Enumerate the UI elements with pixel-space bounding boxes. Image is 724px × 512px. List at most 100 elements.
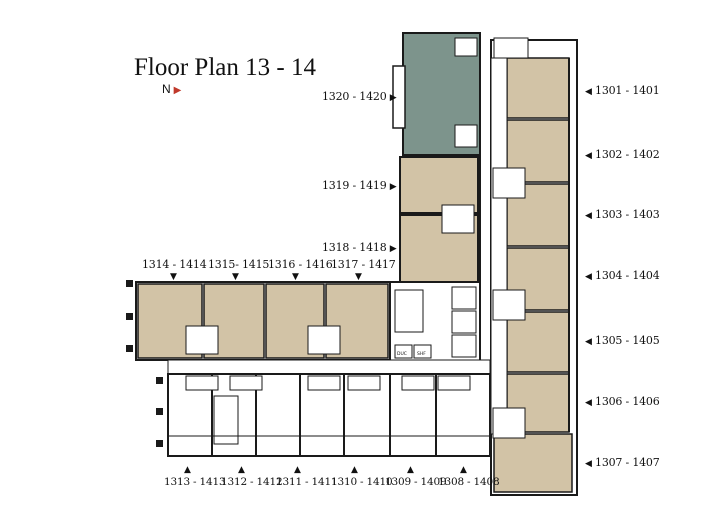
arrow-up-icon: ▲ — [184, 465, 191, 475]
arrow-up-icon: ▲ — [238, 465, 245, 475]
unit-label-1318-text: 1318 - 1418 — [322, 241, 387, 254]
unit-1317-area[interactable] — [325, 283, 389, 359]
unit-label-1309[interactable]: 1309 - 1409 — [385, 476, 447, 488]
column-marker-2 — [126, 313, 133, 320]
unit-label-1316-text: 1316 - 1416 — [268, 258, 333, 271]
arrow-left-icon: ◀ — [585, 337, 592, 347]
unit-label-1301[interactable]: ◀ 1301 - 1401 — [585, 84, 660, 97]
unit-label-1304[interactable]: ◀ 1304 - 1404 — [585, 269, 660, 282]
north-indicator: N▶ — [162, 82, 181, 96]
unit-label-1307[interactable]: ◀ 1307 - 1407 — [585, 456, 660, 469]
unit-label-1303-text: 1303 - 1403 — [595, 208, 660, 221]
column-marker-3 — [126, 345, 133, 352]
south-bath-6 — [437, 375, 471, 391]
unit-label-1308-text: 1308 - 1408 — [438, 476, 500, 488]
unit-label-1305-text: 1305 - 1405 — [595, 334, 660, 347]
unit-label-1320[interactable]: 1320 - 1420 ▶ — [322, 90, 397, 103]
unit-label-1308[interactable]: 1308 - 1408 — [438, 476, 500, 488]
unit-1307-area[interactable] — [493, 433, 573, 493]
unit-label-1316[interactable]: 1316 - 1416 — [268, 258, 333, 271]
arrow-right-icon: ▶ — [389, 182, 397, 192]
core-lift-1 — [451, 286, 477, 310]
arrow-up-icon: ▲ — [460, 465, 467, 475]
arrow-down-icon: ▼ — [292, 272, 299, 282]
unit-1319-area[interactable] — [399, 156, 479, 214]
unit-label-1302-text: 1302 - 1402 — [595, 148, 660, 161]
north-arrow-icon: ▶ — [173, 85, 182, 96]
unit-1320-bath — [454, 37, 478, 57]
core-lift-2 — [451, 310, 477, 334]
unit-label-1311[interactable]: 1311 - 1411 — [276, 476, 338, 488]
column-marker-1 — [126, 280, 133, 287]
unit-label-1313-text: 1313 - 1413 — [164, 476, 226, 488]
unit-label-1303[interactable]: ◀ 1303 - 1403 — [585, 208, 660, 221]
east-bath-1 — [492, 167, 526, 199]
core-room-duc — [394, 344, 413, 359]
east-bath-2 — [492, 289, 526, 321]
core-lift-3 — [451, 334, 477, 358]
unit-label-1305[interactable]: ◀ 1305 - 1405 — [585, 334, 660, 347]
column-marker-5 — [156, 408, 163, 415]
unit-label-1318[interactable]: 1318 - 1418 ▶ — [322, 241, 397, 254]
arrow-down-icon: ▼ — [232, 272, 239, 282]
unit-label-1310-text: 1310 - 1410 — [331, 476, 393, 488]
south-balcony-row — [167, 435, 491, 457]
unit-1318-bath — [441, 204, 475, 234]
arrow-right-icon: ▶ — [389, 244, 397, 254]
unit-label-1310[interactable]: 1310 - 1410 — [331, 476, 393, 488]
core-stair — [394, 289, 424, 333]
unit-label-1314-text: 1314 - 1414 — [142, 258, 207, 271]
east-bath-3 — [492, 407, 526, 439]
unit-label-1317[interactable]: 1317 - 1417 — [331, 258, 396, 271]
south-stair — [213, 395, 239, 445]
north-label: N — [162, 82, 171, 96]
unit-label-1309-text: 1309 - 1409 — [385, 476, 447, 488]
column-marker-4 — [156, 377, 163, 384]
south-bath-3 — [307, 375, 341, 391]
unit-1320-balcony — [392, 65, 406, 129]
arrow-left-icon: ◀ — [585, 211, 592, 221]
arrow-left-icon: ◀ — [585, 398, 592, 408]
unit-label-1314[interactable]: 1314 - 1414 — [142, 258, 207, 271]
unit-label-1319-text: 1319 - 1419 — [322, 179, 387, 192]
column-marker-6 — [156, 440, 163, 447]
unit-label-1319[interactable]: 1319 - 1419 ▶ — [322, 179, 397, 192]
unit-label-1311-text: 1311 - 1411 — [276, 476, 338, 488]
south-bath-5 — [401, 375, 435, 391]
unit-1301-area[interactable] — [506, 57, 570, 119]
east-stair — [493, 37, 529, 59]
unit-label-1312-text: 1312 - 1412 — [221, 476, 283, 488]
unit-label-1317-text: 1317 - 1417 — [331, 258, 396, 271]
south-bath-2 — [229, 375, 263, 391]
arrow-left-icon: ◀ — [585, 272, 592, 282]
unit-label-1315[interactable]: 1315- 1415 — [208, 258, 269, 271]
arrow-down-icon: ▼ — [170, 272, 177, 282]
core-room-shf — [413, 344, 432, 359]
west-bath-2 — [307, 325, 341, 355]
arrow-up-icon: ▲ — [351, 465, 358, 475]
core-shf-label: SHF — [417, 351, 426, 357]
unit-label-1306[interactable]: ◀ 1306 - 1406 — [585, 395, 660, 408]
unit-label-1307-text: 1307 - 1407 — [595, 456, 660, 469]
west-corridor — [167, 359, 491, 375]
south-bath-4 — [347, 375, 381, 391]
unit-1320-bath-2 — [454, 124, 478, 148]
unit-label-1301-text: 1301 - 1401 — [595, 84, 660, 97]
unit-label-1304-text: 1304 - 1404 — [595, 269, 660, 282]
core-duc-label: DUC — [397, 351, 407, 357]
unit-label-1306-text: 1306 - 1406 — [595, 395, 660, 408]
arrow-up-icon: ▲ — [407, 465, 414, 475]
south-bath-1 — [185, 375, 219, 391]
arrow-right-icon: ▶ — [389, 93, 397, 103]
east-corridor — [490, 57, 508, 435]
page-title: Floor Plan 13 - 14 — [134, 54, 316, 81]
arrow-left-icon: ◀ — [585, 87, 592, 97]
unit-label-1313[interactable]: 1313 - 1413 — [164, 476, 226, 488]
unit-label-1320-text: 1320 - 1420 — [322, 90, 387, 103]
arrow-down-icon: ▼ — [355, 272, 362, 282]
unit-label-1302[interactable]: ◀ 1302 - 1402 — [585, 148, 660, 161]
unit-label-1312[interactable]: 1312 - 1412 — [221, 476, 283, 488]
unit-1305-area[interactable] — [506, 311, 570, 373]
